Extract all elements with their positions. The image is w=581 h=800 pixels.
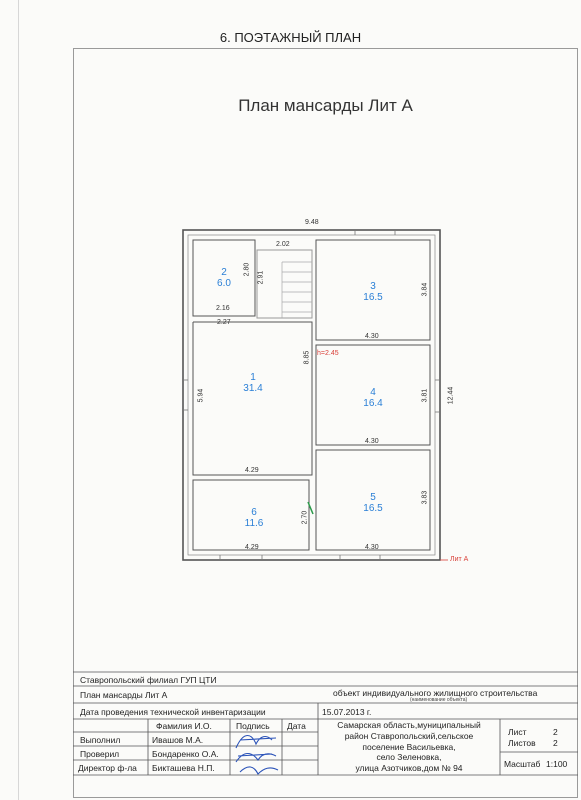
stamp-col-sign: Подпись [236,721,270,731]
stamp-col-name: Фамилия И.О. [156,721,212,731]
stamp-address: Самарская область,муниципальный район Ст… [318,720,500,774]
stair-steps [281,261,312,318]
height-note: h=2.45 [317,350,339,357]
room-5-label: 5 16.5 [353,492,393,514]
stamp-org: Ставропольский филиал ГУП ЦТИ [80,675,217,685]
page-edge-line [18,0,19,800]
dim-hall-top: 2.27 [217,319,231,326]
room-number: 5 [370,492,376,503]
dim-top-width: 9.48 [305,219,319,226]
room-1-outline [192,321,313,476]
room-area: 6.0 [217,278,231,289]
section-title: 6. ПОЭТАЖНЫЙ ПЛАН [219,30,362,45]
room-4-outline [315,344,431,446]
room-area: 16.5 [363,292,383,303]
stamp-object-caption: (наименование объекта) [410,697,468,703]
dim-stair-width: 2.02 [276,241,290,248]
stamp-col-date: Дата [287,721,306,731]
stamp-sheet-value: 2 [553,727,558,737]
stamp-person: Бикташева Н.П. [152,763,215,773]
stamp-role: Проверил [80,749,120,759]
room-area: 16.5 [363,503,383,514]
stamp-person: Бондаренко О.А. [152,749,219,759]
room-6-label: 6 11.6 [234,507,274,529]
room-number: 2 [221,267,227,278]
stamp-plan-name: План мансарды Лит А [80,690,168,700]
dim-room6-top: 4.29 [245,467,259,474]
room-4-label: 4 16.4 [353,387,393,409]
signatures [235,734,279,775]
room-area: 16.4 [363,398,383,409]
door-mark [307,501,314,515]
drawing-frame [73,48,578,798]
dim-room2-width: 2.16 [216,305,230,312]
inner-wall-line [187,234,436,556]
room-number: 4 [370,387,376,398]
stamp-person: Ивашов М.А. [152,735,204,745]
room-3-outline [315,239,431,341]
stamp-sheet-label: Лист [508,727,527,737]
room-area: 31.4 [243,383,263,394]
plan-title: План мансарды Лит А [238,96,413,115]
dim-room6-bottom: 4.29 [245,544,259,551]
dim-room5-bottom: 4.30 [365,544,379,551]
room-area: 11.6 [244,518,264,529]
room-5-outline [315,449,431,551]
room-number: 1 [250,372,256,383]
stamp-date-value: 15.07.2013 г. [322,707,372,717]
stamp-role: Выполнил [80,735,121,745]
room-number: 6 [251,507,257,518]
stamp-scale-value: 1:100 [546,759,568,769]
stair-outline [256,249,313,319]
room-2-label: 2 6.0 [204,267,244,289]
room-2-outline [192,239,256,317]
stamp-sheets-value: 2 [553,738,558,748]
room-3-label: 3 16.5 [353,281,393,303]
address-line: улица Азотчиков,дом № 94 [355,763,463,774]
stamp-date-label: Дата проведения технической инвентаризац… [80,707,266,717]
stamp-sheets-label: Листов [508,738,536,748]
dim-room3-width: 4.30 [365,333,379,340]
stamp-role: Директор ф-ла [78,763,137,773]
address-line: село Зеленовка, [376,752,442,763]
address-line: район Ставропольский,сельское [344,730,474,741]
address-line: поселение Васильевка, [362,741,456,752]
room-number: 3 [370,281,376,292]
lit-label: Лит А [450,556,469,563]
room-6-outline [192,479,310,551]
address-line: Самарская область,муниципальный [337,720,481,730]
dim-room4-width: 4.30 [365,438,379,445]
outer-wall [182,229,441,561]
windows [183,230,440,560]
stamp-scale-label: Масштаб [504,759,541,769]
room-1-label: 1 31.4 [233,372,273,394]
stamp-object: объект индивидуального жилищного строите… [333,688,538,698]
